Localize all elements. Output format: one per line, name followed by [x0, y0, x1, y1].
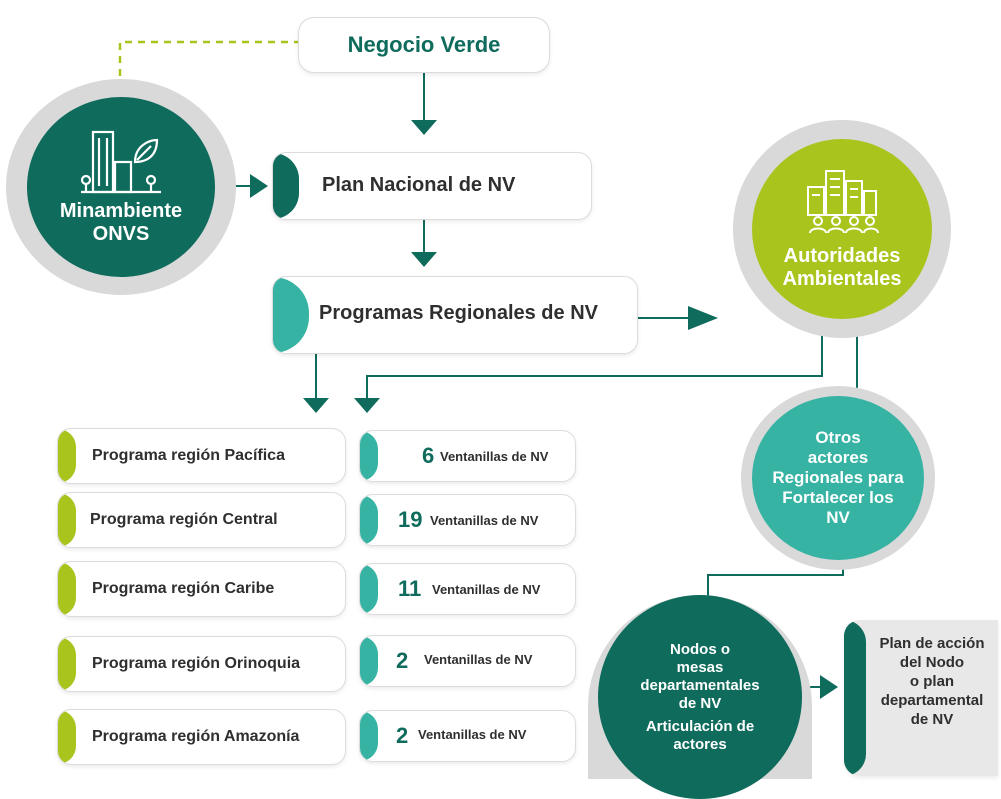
- ventanillas-box-pacifica: 6 Ventanillas de NV: [359, 430, 576, 482]
- otros-line3: Regionales para: [772, 468, 904, 487]
- negocio-verde-box: Negocio Verde: [298, 17, 550, 73]
- otros-line4: Fortalecer los: [782, 488, 894, 507]
- arrow-to-plan-nacional: [411, 120, 437, 135]
- onvs-label: ONVS: [92, 223, 150, 245]
- ventanillas-count: 6: [422, 443, 435, 468]
- arrow-to-regiones: [303, 398, 329, 413]
- region-tab: [58, 429, 76, 483]
- city-people-icon: [807, 170, 879, 234]
- region-label: Programa región Amazonía: [92, 728, 300, 745]
- plan-accion-line4: departamental: [880, 692, 984, 709]
- nodos-circle: Nodos o mesas departamentales de NV Arti…: [588, 595, 812, 799]
- connectors-layer: [118, 40, 858, 688]
- region-label: Programa región Caribe: [92, 580, 275, 597]
- region-box-amazonia: Programa región Amazonía: [57, 709, 346, 765]
- ventanillas-box-central: 19 Ventanillas de NV: [359, 494, 576, 546]
- region-label: Programa región Pacífica: [92, 447, 285, 464]
- arrow-to-plan-accion: [820, 675, 838, 699]
- nodos-line5: Articulación de: [645, 717, 755, 735]
- ventanillas-box-amazonia: 2 Ventanillas de NV: [359, 710, 576, 762]
- otros-line2: actores: [807, 448, 869, 467]
- nodos-line6: actores: [673, 735, 727, 753]
- ventanillas-tab: [360, 431, 378, 481]
- plan-accion-line3: o plan: [909, 673, 955, 690]
- plan-nacional-tab: [273, 153, 299, 219]
- ventanillas-tab: [360, 495, 378, 545]
- region-box-pacifica: Programa región Pacífica: [57, 428, 346, 484]
- region-tab: [58, 562, 76, 616]
- ventanillas-count: 11: [398, 576, 422, 601]
- arrow-min-to-plan: [250, 174, 268, 198]
- autoridades-circle: Autoridades Ambientales: [733, 120, 951, 338]
- negocio-verde-title: Negocio Verde: [347, 32, 501, 57]
- ventanillas-label: Ventanillas de NV: [432, 582, 541, 597]
- plan-accion-tab: [844, 620, 866, 776]
- ventanillas-count: 19: [398, 507, 423, 532]
- ventanillas-box-caribe: 11 Ventanillas de NV: [359, 563, 576, 615]
- ventanillas-tab: [360, 636, 378, 686]
- connector-autoridades-ventanillas: [366, 334, 823, 398]
- region-box-orinoquia: Programa región Orinoquia: [57, 636, 346, 692]
- ventanillas-label: Ventanillas de NV: [418, 727, 527, 742]
- programas-regionales-box: Programas Regionales de NV: [272, 276, 638, 354]
- arrow-to-autoridades: [688, 306, 718, 330]
- plan-accion-line2: del Nodo: [899, 654, 965, 671]
- nodos-line2: mesas: [676, 658, 724, 676]
- ventanillas-tab: [360, 564, 378, 614]
- ventanillas-box-orinoquia: 2 Ventanillas de NV: [359, 635, 576, 687]
- ventanillas-label: Ventanillas de NV: [424, 652, 533, 667]
- nodos-line1: Nodos o: [670, 640, 730, 658]
- ventanillas-label: Ventanillas de NV: [430, 513, 539, 528]
- plan-accion-box: Plan de acción del Nodo o plan departame…: [844, 620, 998, 776]
- region-tab: [58, 637, 76, 691]
- dashed-connector: [118, 40, 298, 76]
- minambiente-circle: Minambiente ONVS: [6, 79, 236, 295]
- otros-line5: NV: [826, 508, 850, 527]
- region-tab: [58, 710, 76, 764]
- region-box-caribe: Programa región Caribe: [57, 561, 346, 617]
- ventanillas-count: 2: [396, 723, 409, 748]
- autoridades-line1: Autoridades: [783, 245, 901, 267]
- region-label: Programa región Orinoquia: [92, 655, 301, 672]
- ventanillas-tab: [360, 711, 378, 761]
- nodos-line4: de NV: [678, 694, 722, 712]
- arrow-to-programas: [411, 252, 437, 267]
- plan-nacional-label: Plan Nacional de NV: [322, 174, 516, 196]
- autoridades-line2: Ambientales: [782, 268, 902, 290]
- programas-regionales-tab: [273, 277, 309, 353]
- region-tab: [58, 493, 76, 547]
- plan-accion-text: Plan de acción del Nodo o plan departame…: [866, 634, 998, 729]
- nodos-line3: departamentales: [640, 676, 760, 694]
- plan-accion-line1: Plan de acción: [879, 635, 985, 652]
- minambiente-label: Minambiente: [59, 200, 183, 222]
- programas-regionales-label: Programas Regionales de NV: [319, 302, 598, 324]
- building-leaf-icon: [80, 130, 161, 194]
- region-box-central: Programa región Central: [57, 492, 346, 548]
- plan-accion-line5: de NV: [910, 711, 954, 728]
- otros-line1: Otros: [815, 428, 861, 447]
- plan-nacional-box: Plan Nacional de NV: [272, 152, 592, 220]
- otros-actores-circle: Otros actores Regionales para Fortalecer…: [741, 386, 935, 570]
- ventanillas-label: Ventanillas de NV: [440, 449, 549, 464]
- region-label: Programa región Central: [90, 511, 278, 528]
- ventanillas-count: 2: [396, 648, 409, 673]
- arrow-to-ventanillas: [354, 398, 380, 413]
